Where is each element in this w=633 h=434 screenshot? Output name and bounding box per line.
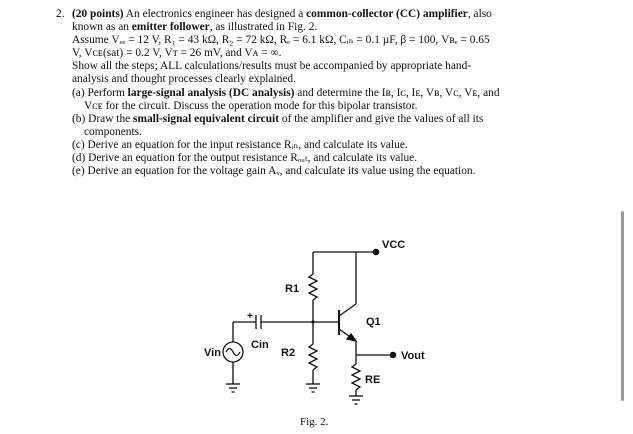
cc-amplifier-term: common-collector (CC) amplifier [306, 8, 468, 20]
instructions-line2: analysis and thought processes clearly e… [72, 73, 296, 86]
vin-label: Vin [204, 347, 221, 359]
question-intro-line2: known as an emitter follower, as illustr… [72, 21, 318, 34]
part-b-line2: components. [84, 125, 142, 138]
assumptions-line2: V, Vᴄᴇ(sat) = 0.2 V, Vᴛ = 26 mV, and Vᴀ … [72, 47, 282, 60]
part-b: (b) Draw the small-signal equivalent cir… [72, 112, 484, 125]
vout-label: Vout [401, 350, 425, 362]
r1-resistor [307, 273, 319, 301]
q1-collector [338, 303, 357, 317]
r1-label: R1 [285, 283, 299, 295]
part-d: (d) Derive an equation for the output re… [72, 152, 418, 165]
re-resistor [350, 363, 362, 391]
vcc-terminal-dot [372, 248, 380, 256]
scrollbar[interactable] [621, 211, 624, 401]
part-a: (a) Perform large-signal analysis (DC an… [72, 86, 500, 99]
r2-label: R2 [281, 347, 295, 359]
figure-caption: Fig. 2. [300, 416, 329, 428]
part-c: (c) Derive an equation for the input res… [72, 138, 408, 151]
base-node-dot [311, 320, 315, 324]
assumptions-line1: Assume Vₑₑ = 12 V, R₁ = 43 kΩ, R₂ = 72 k… [72, 34, 490, 47]
question-number: 2. [56, 8, 65, 20]
vout-terminal-dot [389, 351, 397, 359]
part-e: (e) Derive an equation for the voltage g… [72, 165, 476, 178]
cin-plus-sign: + [247, 311, 253, 322]
q1-emitter-arrow [345, 332, 358, 343]
r2-resistor [307, 343, 319, 371]
instructions-line1: Show all the steps; ALL calculations/res… [72, 60, 472, 73]
question-points: (20 points) [72, 8, 124, 20]
q1-label: Q1 [366, 316, 381, 328]
question-intro: (20 points) An electronics engineer has … [72, 8, 492, 20]
part-a-line2: Vᴄᴇ for the circuit. Discuss the operati… [84, 99, 418, 112]
re-label: RE [365, 374, 380, 386]
vcc-label: VCC [382, 239, 405, 251]
question-text: 2. (20 points) An electronics engineer h… [56, 8, 572, 178]
emitter-follower-term: emitter follower [131, 21, 210, 34]
cin-label: Cin [251, 339, 269, 351]
